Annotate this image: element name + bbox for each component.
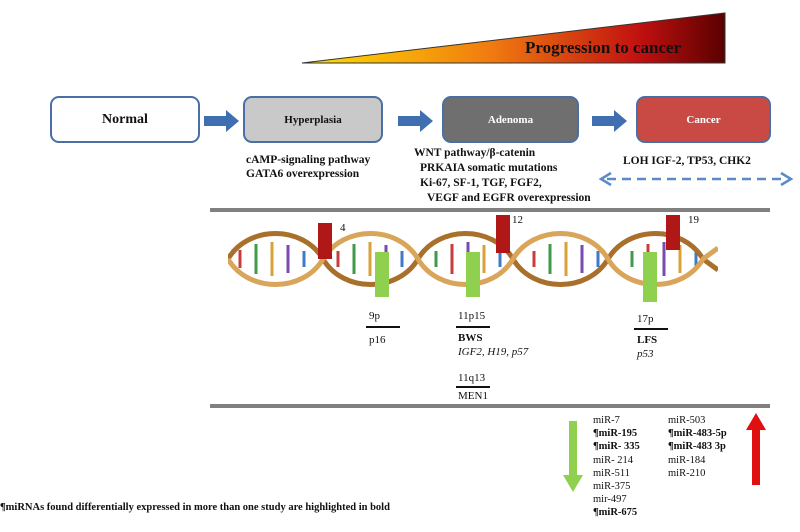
marker-green-17p [643, 252, 657, 302]
locus-syndrome: BWS [458, 332, 483, 344]
hyperplasia-feature: cAMP-signaling pathway [246, 154, 371, 166]
locus-band: 11p15 [458, 310, 486, 322]
mirna-item: miR-210 [668, 467, 706, 479]
process-arrow-icon [398, 110, 433, 132]
mirna-item: miR-184 [668, 454, 706, 466]
process-arrow-icon [592, 110, 627, 132]
adenoma-feature: VEGF and EGFR overexpression [427, 192, 591, 204]
adenoma-feature: PRKAIA somatic mutations [420, 162, 558, 174]
marker-red-4 [318, 223, 332, 259]
mirna-item: miR-511 [593, 467, 630, 479]
stage-cancer: Cancer [636, 96, 771, 143]
locus-underline [634, 328, 668, 330]
adenoma-feature: WNT pathway/β-catenin [414, 147, 536, 159]
separator-bottom [210, 404, 770, 408]
adenoma-feature: Ki-67, SF-1, TGF, FGF2, [420, 177, 542, 189]
hyperplasia-feature: GATA6 overexpression [246, 168, 360, 180]
stage-adenoma-label: Adenoma [487, 113, 534, 126]
mirna-up-list: miR-503 ¶miR-483-5p ¶miR-483 3p miR-184 … [668, 414, 727, 480]
locus-underline [366, 326, 400, 328]
locus-band: 11q13 [458, 372, 486, 384]
locus-gene: p53 [637, 348, 654, 360]
up-arrow-icon [746, 413, 766, 485]
marker-green-9p [375, 252, 389, 297]
marker-label-4: 4 [340, 222, 346, 234]
cancer-feature: LOH IGF-2, TP53, CHK2 [623, 155, 751, 167]
marker-label-19: 19 [688, 214, 699, 226]
stage-hyperplasia: Hyperplasia [243, 96, 383, 143]
marker-red-19 [666, 215, 680, 250]
progression-label: Progression to cancer [525, 38, 682, 57]
mirna-item: ¶miR-483 3p [668, 441, 726, 453]
locus-band: 9p [369, 310, 380, 322]
stage-adenoma: Adenoma [442, 96, 579, 143]
locus-underline [456, 386, 490, 388]
marker-green-11p15 [466, 252, 480, 297]
locus-gene: MEN1 [458, 390, 488, 402]
stage-hyperplasia-label: Hyperplasia [284, 113, 342, 126]
stage-normal-label: Normal [102, 111, 148, 127]
mirna-item: ¶miR-195 [593, 428, 638, 440]
stage-cancer-label: Cancer [686, 113, 721, 126]
mirna-item: miR- 214 [593, 454, 633, 466]
mirna-item: ¶miR-483-5p [668, 428, 727, 440]
mirna-item: miR-7 [593, 415, 620, 426]
progression-wedge [301, 12, 726, 64]
mirna-item: miR-503 [668, 415, 706, 426]
marker-label-12: 12 [512, 214, 523, 226]
mirna-item: miR-375 [593, 481, 631, 493]
locus-gene: p16 [369, 334, 386, 346]
mirna-item: mir-497 [593, 494, 627, 506]
stage-normal: Normal [50, 96, 200, 143]
locus-band: 17p [637, 313, 654, 325]
mirna-item: ¶miR- 335 [593, 441, 640, 453]
mirna-item: ¶miR-675 [593, 507, 638, 519]
locus-syndrome: LFS [637, 334, 658, 346]
locus-underline [456, 326, 490, 328]
double-dashed-arrow-icon [598, 171, 794, 187]
locus-genes: IGF2, H19, p57 [458, 346, 529, 358]
separator-top [210, 208, 770, 212]
footnote: ¶miRNAs found differentially expressed i… [0, 502, 390, 513]
mirna-down-list: miR-7 ¶miR-195 ¶miR- 335 miR- 214 miR-51… [593, 414, 640, 520]
process-arrow-icon [204, 110, 239, 132]
down-arrow-icon [563, 421, 583, 492]
marker-red-12 [496, 215, 510, 253]
